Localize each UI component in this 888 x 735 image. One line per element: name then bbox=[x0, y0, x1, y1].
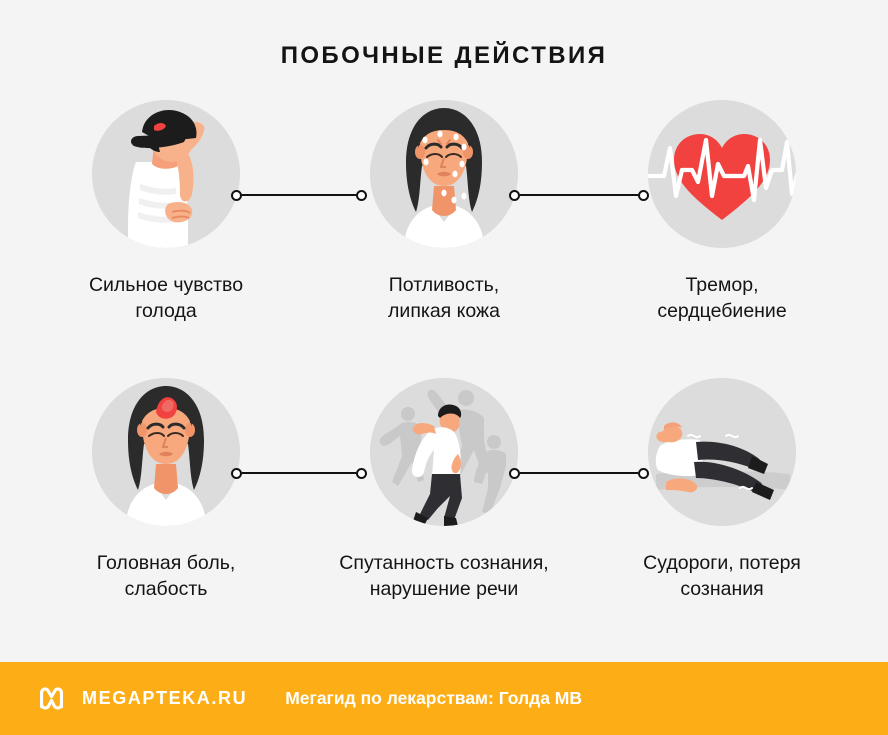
symptom-label-2-line1: Потливость, bbox=[388, 274, 500, 296]
symptoms-grid: Сильное чувство голода bbox=[0, 100, 888, 656]
woman-headache-weakness-icon bbox=[92, 378, 240, 526]
page-title: ПОБОЧНЫЕ ДЕЙСТВИЯ bbox=[280, 42, 608, 69]
symptom-label-4-line2: слабость bbox=[124, 578, 208, 600]
person-hungry-holding-stomach-icon bbox=[92, 100, 240, 248]
megapteka-m-logo-icon bbox=[37, 684, 66, 713]
symptom-label-5: Спутанность сознания, нарушение речи bbox=[314, 550, 574, 602]
connector-dot-right bbox=[356, 189, 367, 201]
connector-dot-left bbox=[231, 467, 242, 479]
symptom-card-4[interactable]: Головная боль, слабость bbox=[27, 378, 305, 602]
symptom-card-3[interactable]: Тремор, сердцебиение bbox=[583, 100, 861, 324]
footer-brand[interactable]: MEGAPTEKA.RU bbox=[82, 688, 248, 708]
person-lying-unconscious-icon bbox=[648, 378, 796, 526]
connector-line bbox=[242, 472, 356, 474]
symptoms-row-2: Головная боль, слабость bbox=[0, 378, 888, 656]
symptom-label-2: Потливость, липкая кожа bbox=[314, 272, 574, 324]
symptom-label-4: Головная боль, слабость bbox=[36, 550, 296, 602]
symptom-label-6: Судороги, потеря сознания bbox=[592, 550, 852, 602]
symptom-card-5[interactable]: Спутанность сознания, нарушение речи bbox=[305, 378, 583, 602]
symptom-label-6-line2: сознания bbox=[680, 578, 764, 600]
connector-dot-right bbox=[638, 467, 649, 479]
connector-line bbox=[520, 472, 638, 474]
connector-dot-left bbox=[509, 467, 520, 479]
symptom-card-1[interactable]: Сильное чувство голода bbox=[27, 100, 305, 324]
connector-line bbox=[520, 194, 638, 196]
symptom-label-3-line1: Тремор, bbox=[685, 274, 759, 296]
symptom-label-1-line1: Сильное чувство bbox=[88, 274, 244, 296]
connector-line bbox=[242, 194, 356, 196]
heart-with-ecg-pulse-icon bbox=[648, 100, 796, 248]
footer-bar: MEGAPTEKA.RU Мегагид по лекарствам: Голд… bbox=[0, 662, 888, 735]
symptom-label-1: Сильное чувство голода bbox=[36, 272, 296, 324]
symptom-card-6[interactable]: Судороги, потеря сознания bbox=[583, 378, 861, 602]
symptom-label-4-line1: Головная боль, bbox=[96, 552, 236, 574]
connector-5-6 bbox=[509, 466, 649, 480]
footer-tagline: Мегагид по лекарствам: Голда МВ bbox=[285, 688, 583, 708]
symptom-card-2[interactable]: Потливость, липкая кожа bbox=[305, 100, 583, 324]
connector-2-3 bbox=[509, 188, 649, 202]
symptom-label-5-line2: нарушение речи bbox=[369, 578, 519, 600]
symptom-label-2-line2: липкая кожа bbox=[388, 300, 500, 322]
symptoms-row-1: Сильное чувство голода bbox=[0, 100, 888, 378]
woman-sweating-clammy-skin-icon bbox=[370, 100, 518, 248]
connector-dot-right bbox=[638, 189, 649, 201]
symptom-label-5-line1: Спутанность сознания, bbox=[339, 552, 549, 574]
connector-4-5 bbox=[231, 466, 367, 480]
connector-dot-right bbox=[356, 467, 367, 479]
connector-dot-left bbox=[231, 189, 242, 201]
symptom-label-6-line1: Судороги, потеря bbox=[643, 552, 801, 574]
connector-dot-left bbox=[509, 189, 520, 201]
symptom-label-3: Тремор, сердцебиение bbox=[592, 272, 852, 324]
connector-1-2 bbox=[231, 188, 367, 202]
symptom-label-1-line2: голода bbox=[135, 300, 197, 322]
symptom-label-3-line2: сердцебиение bbox=[657, 300, 787, 322]
man-confused-among-silhouettes-icon bbox=[370, 378, 518, 526]
